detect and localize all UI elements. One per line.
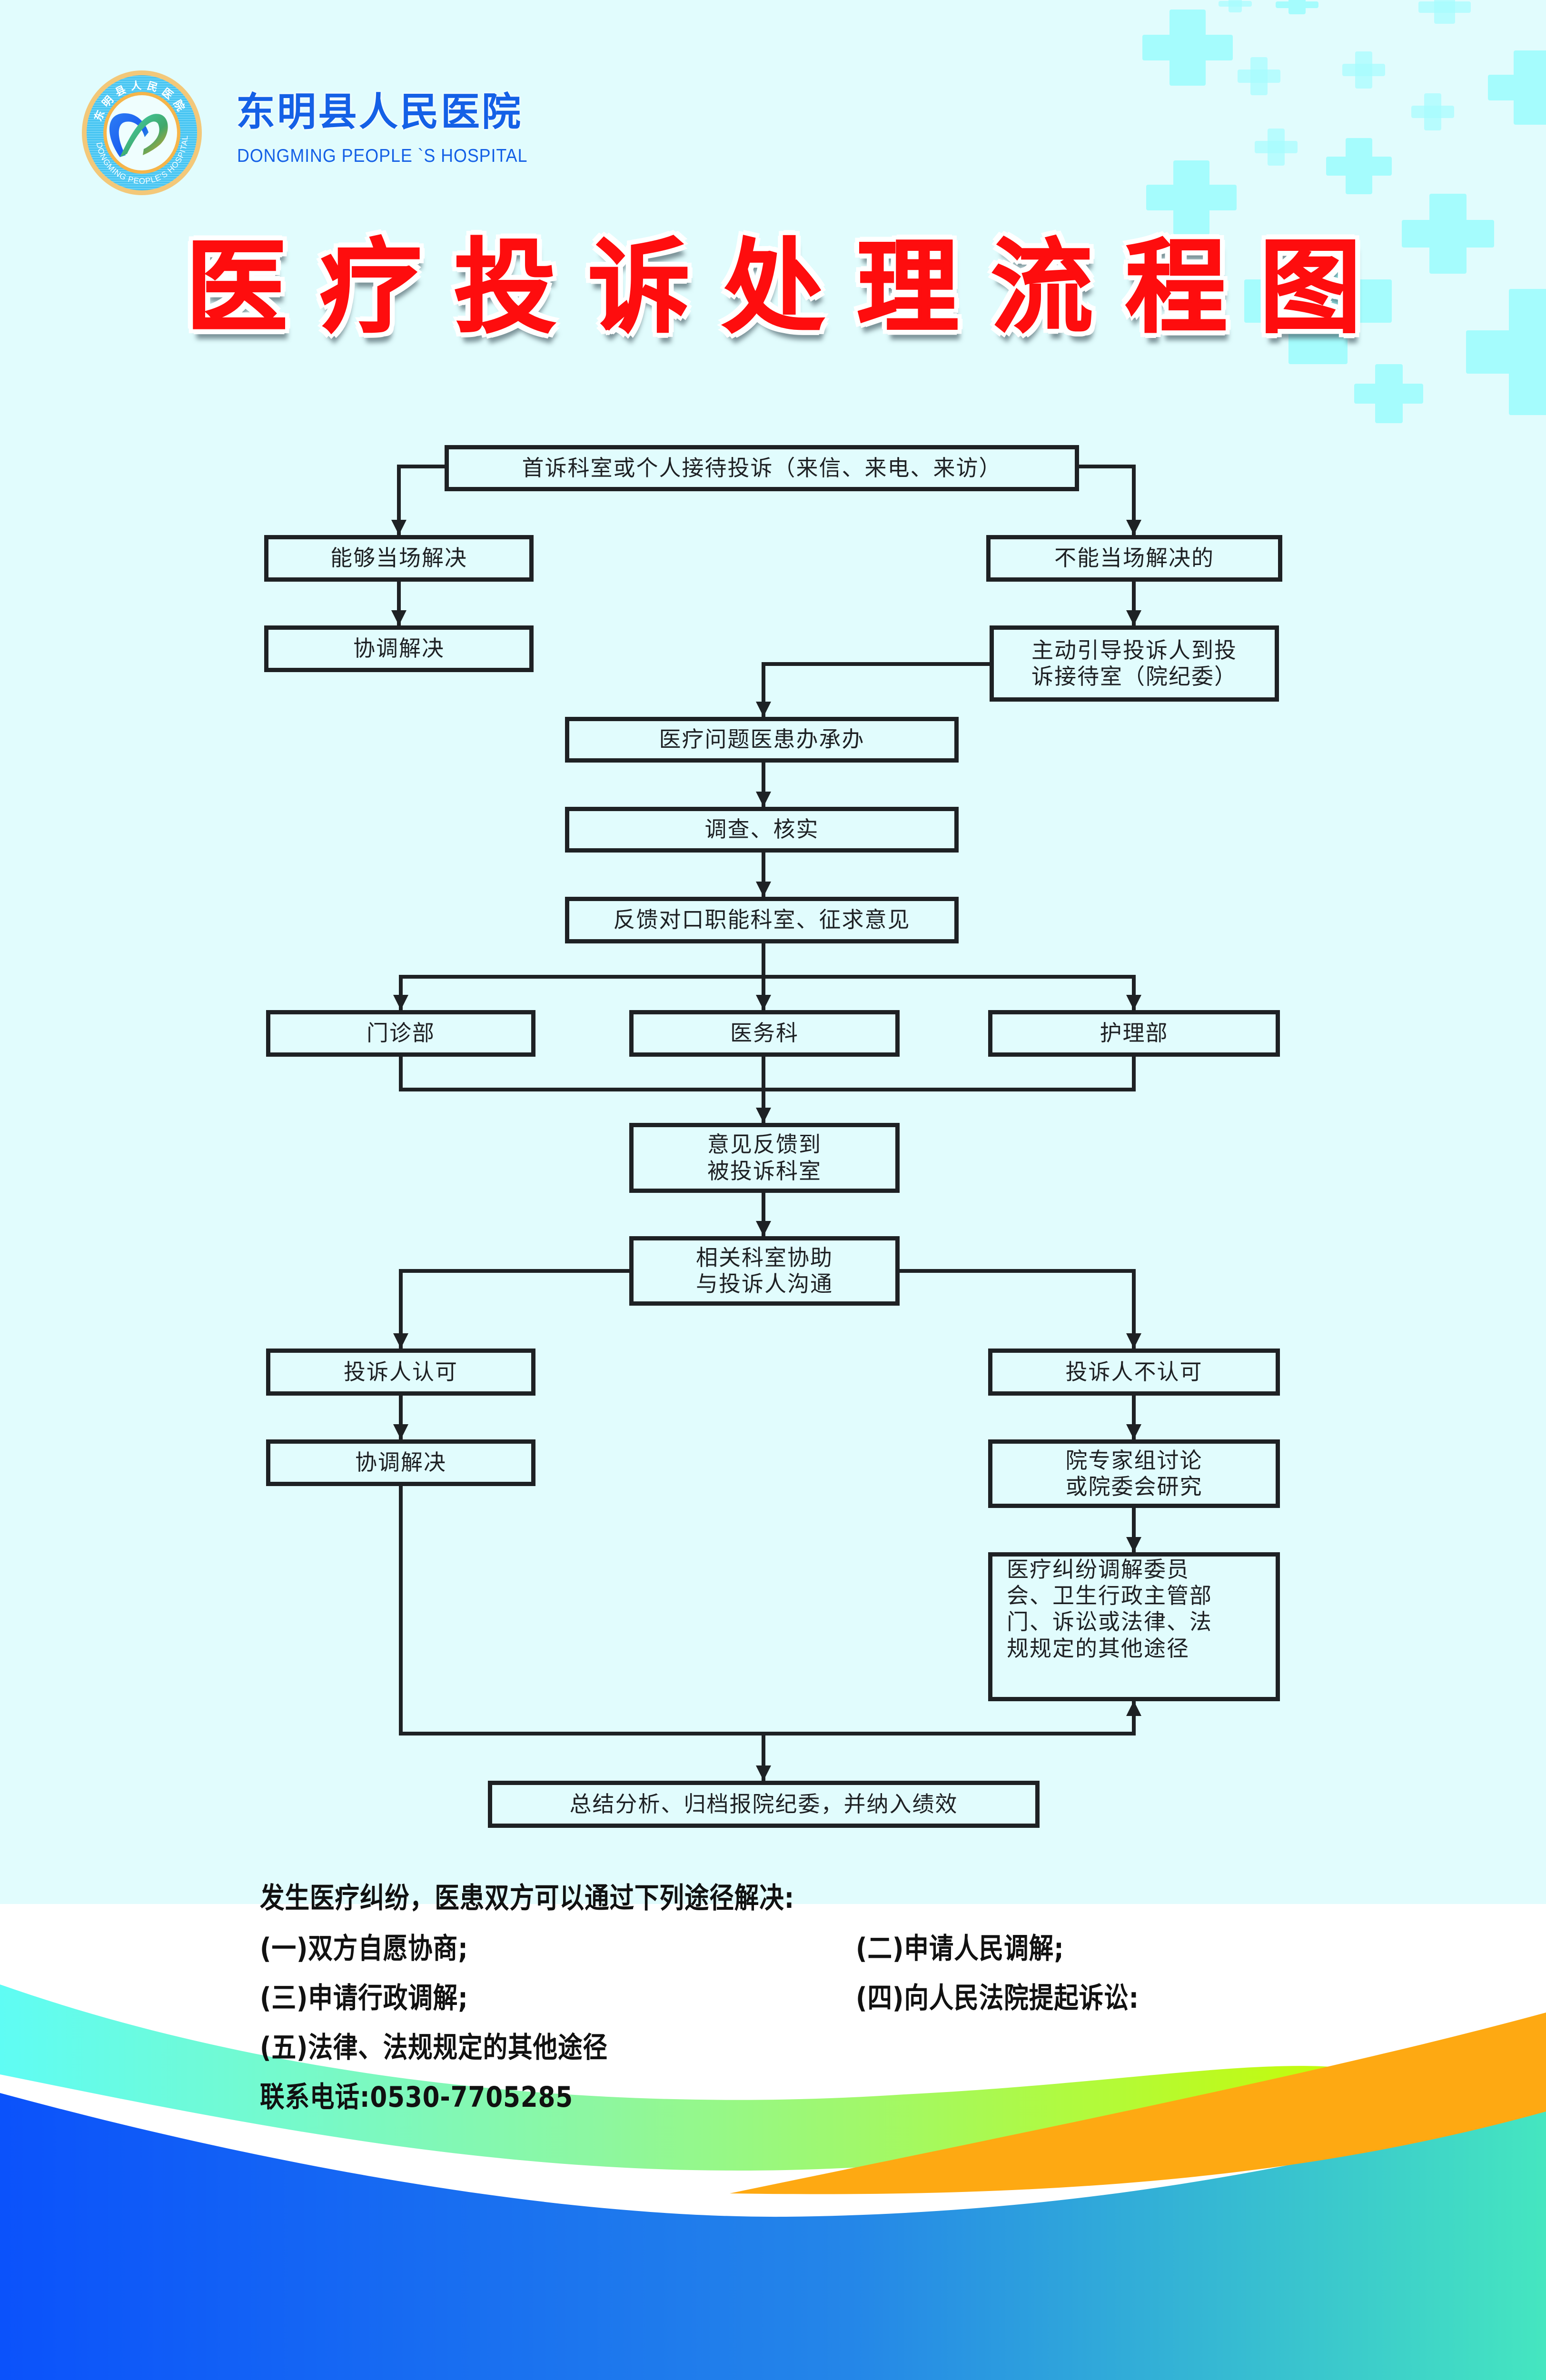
cross-icon (1488, 50, 1546, 125)
page-title: 医 疗 投 诉 处 理 流 程 图 (185, 224, 1362, 352)
cross-icon (1244, 238, 1392, 364)
title-char: 流 (991, 228, 1094, 347)
wave-orange-stripe (730, 2013, 1546, 2194)
cross-icon (1354, 364, 1423, 423)
notes-item: (二)申请人民调解; (856, 1932, 1064, 1965)
node-coordinate-1: 协调解决 (264, 625, 534, 672)
notes-intro: 发生医疗纠纷，医患双方可以通过下列途径解决: (260, 1882, 795, 1915)
connector (899, 1269, 1141, 1349)
node-feedback: 反馈对口职能科室、征求意见 (565, 897, 959, 943)
title-char: 程 (1125, 228, 1228, 347)
node-guide: 主动引导投诉人到投 诉接待室（院纪委） (990, 625, 1279, 702)
hospital-name: 东明县人民医院 (236, 89, 523, 135)
title-char: 理 (856, 228, 960, 347)
cross-icon (1255, 129, 1298, 166)
cross-icon (1418, 0, 1471, 24)
title-char: 诉 (588, 228, 691, 347)
hospital-logo: 东明县人民医院 DONGMING PEOPLE'S HOSPITAL (82, 70, 202, 195)
node-accept: 投诉人认可 (266, 1349, 535, 1396)
cross-icon (1466, 289, 1546, 415)
node-external: 医疗纠纷调解委员 会、卫生行政主管部 门、诉讼或法律、法 规规定的其他途径 (988, 1552, 1280, 1701)
title-char: 医 (185, 228, 288, 347)
cross-icon (1146, 160, 1237, 235)
hospital-name-english: DONGMING PEOPLE `S HOSPITAL (237, 146, 528, 166)
node-outpatient: 门诊部 (266, 1010, 535, 1057)
node-summary: 总结分析、归档报院纪委，并纳入绩效 (488, 1781, 1040, 1828)
connector (399, 1056, 1136, 1091)
node-nursing: 护理部 (988, 1010, 1280, 1057)
node-investigate: 调查、核实 (565, 807, 959, 853)
cross-icon (1342, 51, 1385, 89)
connector (756, 662, 990, 717)
title-char: 投 (454, 228, 557, 347)
title-char: 处 (722, 228, 825, 347)
contact-phone: 联系电话:0530-7705285 (260, 2081, 574, 2114)
notes-item: (四)向人民法院提起诉讼: (856, 1982, 1139, 2015)
node-medical-affairs: 医务科 (629, 1010, 900, 1057)
node-reject: 投诉人不认可 (988, 1349, 1280, 1396)
node-handle: 医疗问题医患办承办 (565, 717, 959, 763)
node-cannot-resolve: 不能当场解决的 (986, 535, 1282, 582)
connector (391, 465, 445, 535)
wave-blue-base (0, 2093, 1546, 2380)
node-feedback-to-dept: 意见反馈到 被投诉科室 (629, 1123, 900, 1193)
title-char: 疗 (319, 228, 423, 347)
notes-item: (五)法律、法规规定的其他途径 (260, 2031, 608, 2064)
connector (393, 1269, 629, 1349)
connector (399, 1486, 1141, 1735)
cross-icon (1219, 0, 1252, 12)
cross-icon (1402, 194, 1494, 274)
node-receive: 首诉科室或个人接待投诉（来信、来电、来访） (445, 445, 1079, 491)
cross-icon (1238, 57, 1280, 95)
connector (1079, 465, 1141, 535)
hospital-logo-icon: 东明县人民医院 DONGMING PEOPLE'S HOSPITAL (92, 79, 189, 186)
cross-icon (1142, 10, 1233, 86)
node-expert: 院专家组讨论 或院委会研究 (988, 1439, 1280, 1508)
node-coordinate-2: 协调解决 (266, 1439, 535, 1486)
title-char: 图 (1259, 228, 1362, 347)
node-communicate: 相关科室协助 与投诉人沟通 (629, 1236, 900, 1306)
node-can-resolve: 能够当场解决 (264, 535, 534, 582)
wave-green-band (0, 1984, 1331, 2171)
notes-item: (三)申请行政调解; (260, 1982, 468, 2015)
cross-icon (1276, 0, 1318, 14)
cross-icon (1411, 93, 1454, 130)
cross-icon (1326, 138, 1392, 194)
notes-item: (一)双方自愿协商; (260, 1932, 468, 1965)
